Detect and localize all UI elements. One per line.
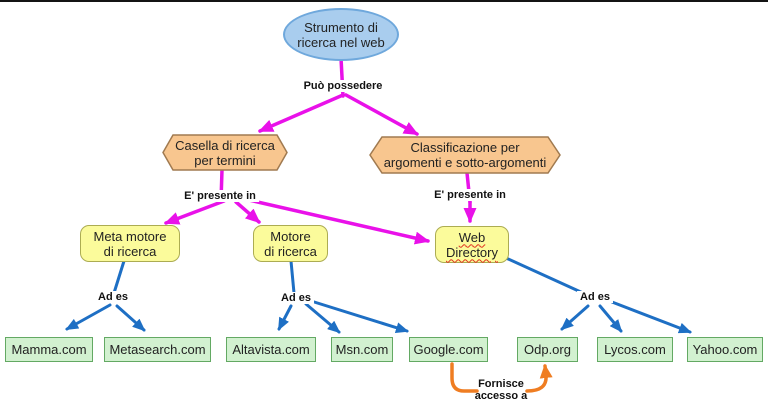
- edge-google-fornisce-out: [450, 362, 479, 393]
- search-box-label-line1: Casella di ricerca: [175, 137, 275, 153]
- example-node-odp: Odp.org: [517, 337, 578, 362]
- edge-label-ad-es-right: Ad es: [577, 291, 613, 303]
- root-node-label-line2: ricerca nel web: [297, 34, 385, 50]
- example-node-mamma: Mamma.com: [5, 337, 93, 362]
- edge-searchbox-to-motore: [234, 200, 261, 224]
- web-directory-node: Web Directory: [435, 226, 509, 263]
- engine-node: Motore di ricerca: [253, 225, 328, 262]
- hexagon-shape: [162, 134, 288, 171]
- example-node-google: Google.com: [409, 337, 488, 362]
- search-box-label-line2: per termini: [194, 152, 256, 168]
- edge-root-to-classification: [344, 93, 419, 136]
- classification-label-line1: Classificazione per: [410, 140, 520, 155]
- edge-label-presente-in-left: E' presente in: [181, 190, 259, 202]
- engine-label-line1: Motore: [270, 228, 311, 244]
- example-node-msn: Msn.com: [331, 337, 393, 362]
- web-directory-label-line1: Web: [458, 229, 486, 245]
- root-node: Strumento di ricerca nel web: [283, 8, 399, 61]
- meta-engine-label-line2: di ricerca: [103, 243, 157, 259]
- edge-motore-to-msn: [304, 302, 341, 334]
- edge-webdir-to-lycos: [598, 304, 623, 333]
- meta-engine-node: Meta motore di ricerca: [80, 225, 180, 262]
- edge-searchbox-to-webdir: [247, 198, 430, 245]
- edge-label-fornisce-accesso: Fornisce accesso a: [472, 378, 531, 402]
- fornisce-label-line1: Fornisce: [478, 378, 524, 390]
- search-box-node: Casella di ricerca per termini: [162, 134, 288, 171]
- edge-searchbox-to-meta: [164, 199, 226, 225]
- edge-meta-to-mamma: [65, 303, 112, 331]
- fornisce-label-line2: accesso a: [474, 390, 528, 402]
- top-border-line: [0, 0, 768, 2]
- edge-fornisce-to-odp: [525, 364, 553, 393]
- edge-label-ad-es-middle: Ad es: [278, 292, 314, 304]
- edge-label-presente-in-right: E' presente in: [431, 189, 509, 201]
- example-node-altavista: Altavista.com: [226, 337, 316, 362]
- root-node-label-line1: Strumento di: [304, 19, 378, 35]
- edge-label-puo-possedere: Può possedere: [300, 80, 386, 92]
- classification-label-line2: argomenti e sotto-argomenti: [383, 155, 547, 170]
- edge-motore-stub: [289, 259, 296, 295]
- edge-motore-to-altavista: [277, 304, 293, 331]
- classification-node: Classificazione per argomenti e sotto-ar…: [369, 136, 561, 174]
- hexagon-shape: [369, 136, 561, 174]
- engine-label-line2: di ricerca: [264, 243, 317, 259]
- example-node-yahoo: Yahoo.com: [687, 337, 763, 362]
- edge-webdir-stub: [504, 256, 585, 295]
- edge-webdir-to-odp: [560, 304, 590, 331]
- edge-webdir-to-yahoo: [610, 300, 692, 334]
- edge-label-ad-es-left: Ad es: [95, 291, 131, 303]
- meta-engine-label-line1: Meta motore: [93, 228, 167, 244]
- example-node-metasearch: Metasearch.com: [104, 337, 211, 362]
- edge-motore-to-google: [309, 299, 409, 333]
- web-directory-label-line2: Directory: [445, 244, 498, 260]
- edge-root-to-searchbox: [258, 93, 345, 133]
- example-node-lycos: Lycos.com: [597, 337, 673, 362]
- edge-meta-stub: [112, 259, 126, 295]
- edge-meta-to-metasearch: [115, 304, 146, 332]
